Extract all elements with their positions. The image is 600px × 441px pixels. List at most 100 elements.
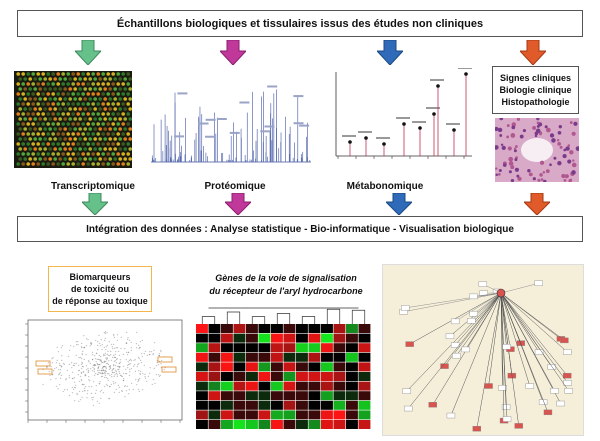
pca-point: + xyxy=(101,371,103,375)
array-spot xyxy=(53,77,57,81)
pca-point: + xyxy=(93,362,95,366)
pca-point: + xyxy=(160,361,162,365)
pca-point: + xyxy=(113,364,115,368)
pca-point: + xyxy=(104,338,106,342)
array-spot xyxy=(58,107,62,111)
pca-point: + xyxy=(81,395,83,399)
network-node xyxy=(469,293,478,300)
pca-point: + xyxy=(78,363,80,367)
nucleus xyxy=(557,160,562,166)
nucleus xyxy=(575,146,579,151)
array-spot xyxy=(86,162,90,166)
pca-point: + xyxy=(106,343,108,347)
pca-point: + xyxy=(75,361,77,365)
pca-point: + xyxy=(83,346,85,350)
network-edge xyxy=(500,292,565,341)
heatmap-cell xyxy=(233,333,246,343)
pca-point: + xyxy=(136,341,138,345)
pca-point: + xyxy=(50,365,52,369)
array-spot xyxy=(93,77,97,81)
array-spot xyxy=(76,92,80,96)
array-spot xyxy=(61,122,65,126)
array-spot xyxy=(43,147,47,151)
pca-point: + xyxy=(58,367,60,371)
pca-point: + xyxy=(126,341,128,345)
array-spot xyxy=(26,162,30,166)
pca-point: + xyxy=(83,346,85,350)
array-spot xyxy=(101,152,105,156)
array-spot xyxy=(36,122,40,126)
pca-point: + xyxy=(83,369,85,373)
pca-point: + xyxy=(64,387,66,391)
pca-point: + xyxy=(149,371,151,375)
heatmap-cell xyxy=(208,410,221,420)
heatmap-cell xyxy=(308,410,321,420)
pca-point: + xyxy=(114,372,116,376)
pca-point: + xyxy=(87,370,89,374)
nucleus xyxy=(539,160,545,165)
nucleus xyxy=(522,128,527,133)
pca-point: + xyxy=(49,369,51,373)
pca-point: + xyxy=(55,377,57,381)
array-spot xyxy=(86,132,90,136)
pca-point: + xyxy=(154,341,156,345)
array-spot xyxy=(61,132,65,136)
heatmap-cell xyxy=(346,333,358,343)
array-spot xyxy=(96,112,100,116)
nucleus xyxy=(567,144,571,147)
array-spot xyxy=(88,157,92,161)
pca-point: + xyxy=(134,369,136,373)
network-node xyxy=(428,402,437,408)
array-spot xyxy=(23,117,27,121)
array-spot xyxy=(78,77,82,81)
nucleus xyxy=(553,156,557,160)
arrow-transcriptomics-top xyxy=(75,40,101,65)
array-spot xyxy=(123,117,127,121)
pca-point: + xyxy=(121,374,123,378)
pca-point: + xyxy=(115,370,117,374)
pca-point: + xyxy=(75,353,77,357)
array-spot xyxy=(98,97,102,101)
array-spot xyxy=(88,117,92,121)
pca-point: + xyxy=(86,368,88,372)
array-spot xyxy=(126,82,130,86)
pca-point: + xyxy=(78,356,80,360)
pca-point: + xyxy=(74,385,76,389)
nucleus xyxy=(546,127,551,133)
pca-point: + xyxy=(95,383,97,387)
array-spot xyxy=(28,107,32,111)
pca-point: + xyxy=(108,358,110,362)
pca-point: + xyxy=(53,369,55,373)
pca-point: + xyxy=(98,357,100,361)
pca-point: + xyxy=(61,358,63,362)
heatmap-cell xyxy=(196,391,208,401)
pca-point: + xyxy=(88,375,90,379)
nucleus xyxy=(545,169,550,174)
biomarkers-line: de réponse au toxique xyxy=(52,296,148,306)
pca-point: + xyxy=(113,333,115,337)
array-spot xyxy=(23,107,27,111)
array-spot xyxy=(46,82,50,86)
array-spot xyxy=(83,77,87,81)
array-spot xyxy=(128,107,132,111)
network-node xyxy=(556,400,565,407)
array-spot xyxy=(66,72,70,76)
array-spot xyxy=(21,152,25,156)
pca-point: + xyxy=(59,382,61,386)
array-spot xyxy=(123,157,127,161)
array-spot xyxy=(78,87,82,91)
pca-point: + xyxy=(144,374,146,378)
microarray-spots xyxy=(16,72,132,166)
pca-point: + xyxy=(92,352,94,356)
pca-point: + xyxy=(129,369,131,373)
pca-point: + xyxy=(141,338,143,342)
pca-point: + xyxy=(105,344,107,348)
pca-point: + xyxy=(92,357,94,361)
pca-point: + xyxy=(109,384,111,388)
arrow-shape xyxy=(377,40,403,65)
pca-point: + xyxy=(52,356,54,360)
array-spot xyxy=(108,157,112,161)
array-spot xyxy=(51,82,55,86)
pca-point: + xyxy=(104,336,106,340)
nucleus xyxy=(495,167,498,170)
